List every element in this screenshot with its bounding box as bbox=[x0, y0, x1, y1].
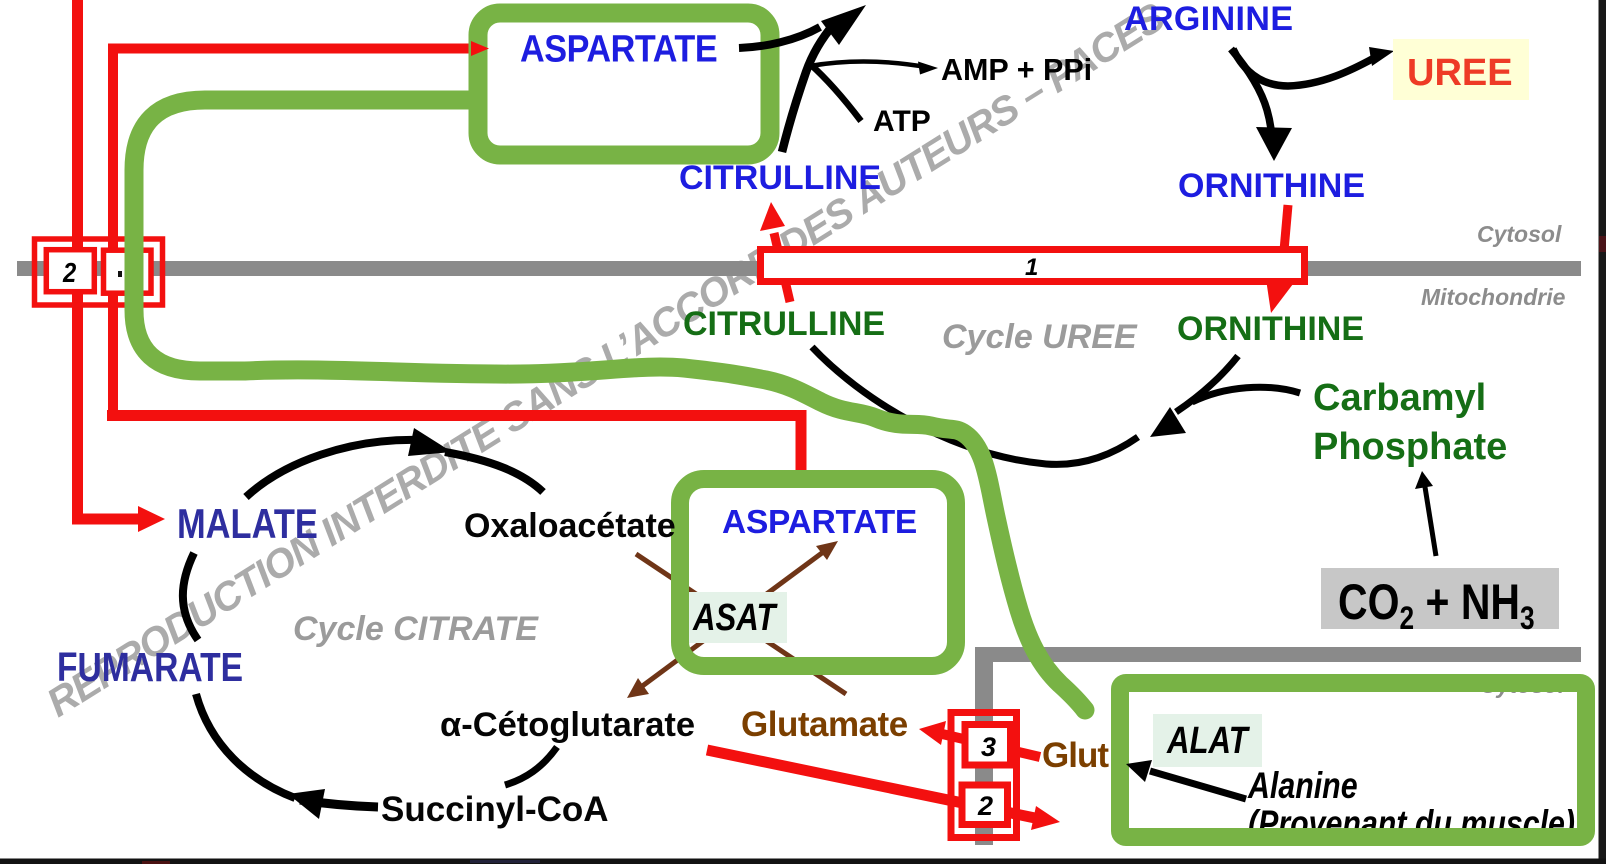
svg-text:3: 3 bbox=[981, 732, 996, 762]
svg-text:CITRULLINE: CITRULLINE bbox=[679, 159, 881, 197]
svg-text:AMP + PPi: AMP + PPi bbox=[941, 53, 1092, 87]
svg-text:ORNITHINE: ORNITHINE bbox=[1178, 167, 1365, 205]
svg-text:α-Cétoglutarate: α-Cétoglutarate bbox=[440, 706, 695, 744]
svg-text:ASAT: ASAT bbox=[692, 597, 778, 639]
svg-text:Cytosol: Cytosol bbox=[1477, 221, 1562, 247]
svg-text:Mitochondrie: Mitochondrie bbox=[1421, 284, 1566, 310]
svg-text:1: 1 bbox=[1025, 254, 1038, 281]
svg-text:2: 2 bbox=[977, 791, 993, 821]
svg-text:CO2 + NH3: CO2 + NH3 bbox=[1338, 574, 1535, 636]
svg-text:Cycle CITRATE: Cycle CITRATE bbox=[293, 610, 539, 648]
svg-text:2: 2 bbox=[62, 256, 77, 288]
svg-text:ASPARTATE: ASPARTATE bbox=[722, 504, 917, 541]
svg-text:CITRULLINE: CITRULLINE bbox=[683, 305, 885, 343]
svg-text:ARGININE: ARGININE bbox=[1124, 0, 1293, 38]
svg-text:FUMARATE: FUMARATE bbox=[57, 644, 243, 690]
svg-text:Alanine: Alanine bbox=[1247, 765, 1357, 807]
svg-text:Phosphate: Phosphate bbox=[1313, 426, 1507, 468]
svg-text:Glut: Glut bbox=[1042, 736, 1109, 775]
svg-text:Glutamate: Glutamate bbox=[741, 705, 908, 744]
svg-text:MALATE: MALATE bbox=[177, 501, 318, 548]
svg-text:Carbamyl: Carbamyl bbox=[1313, 377, 1486, 419]
svg-text:Succinyl-CoA: Succinyl-CoA bbox=[381, 790, 609, 829]
svg-text:ORNITHINE: ORNITHINE bbox=[1177, 310, 1364, 348]
svg-text:Cycle UREE: Cycle UREE bbox=[942, 318, 1138, 356]
svg-text:UREE: UREE bbox=[1407, 52, 1513, 94]
svg-text:ASPARTATE: ASPARTATE bbox=[520, 27, 717, 70]
svg-text:ATP: ATP bbox=[873, 105, 931, 138]
svg-text:ALAT: ALAT bbox=[1166, 720, 1250, 762]
svg-text:Oxaloacétate: Oxaloacétate bbox=[464, 507, 676, 545]
